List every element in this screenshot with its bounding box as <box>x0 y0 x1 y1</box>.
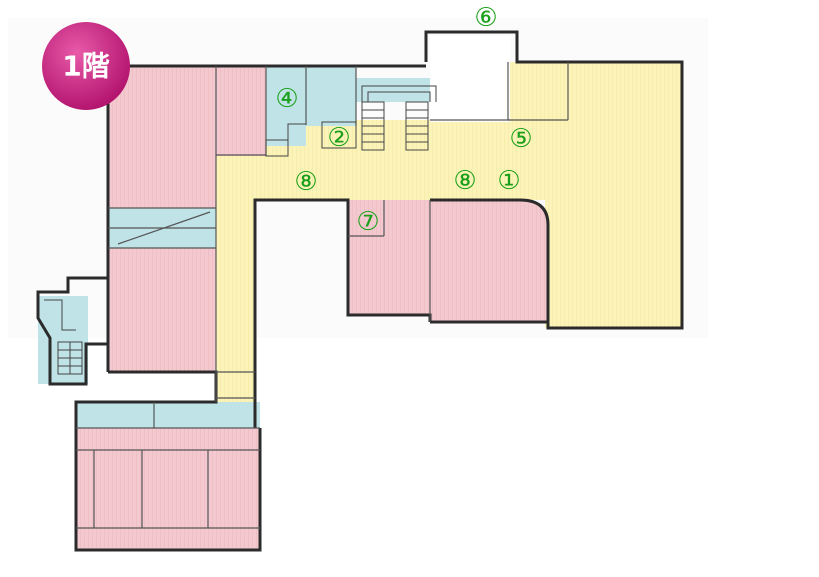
stair-treads <box>44 85 437 375</box>
marker-8b[interactable]: ⑧ <box>453 166 476 196</box>
center-rooms <box>348 200 548 322</box>
left-wing <box>108 66 266 372</box>
marker-6[interactable]: ⑥ <box>474 3 497 33</box>
floor-badge: 1階 <box>42 22 130 110</box>
room-center-large <box>430 200 548 322</box>
room-bottom <box>76 428 260 550</box>
elevator-shaft <box>430 36 510 122</box>
marker-4[interactable]: ④ <box>275 84 298 114</box>
floor-badge-circle <box>42 22 130 110</box>
marker-8a[interactable]: ⑧ <box>294 167 317 197</box>
floor-label: 1階 <box>62 50 109 83</box>
stair-area-top <box>266 66 436 146</box>
room-top-middle <box>216 66 266 156</box>
marker-1[interactable]: ① <box>497 166 520 196</box>
outside-stair <box>38 296 88 384</box>
room-left-bottom <box>108 248 216 372</box>
marker-2[interactable]: ② <box>327 123 350 153</box>
interior-lines <box>76 62 569 529</box>
room-left-top <box>108 66 216 208</box>
bottom-wing <box>76 402 260 550</box>
marker-7[interactable]: ⑦ <box>356 207 379 237</box>
room-center-small <box>348 200 430 315</box>
marker-5[interactable]: ⑤ <box>509 124 532 154</box>
location-markers: ① ②④ ⑤ ⑥ ⑦ ⑧ ⑧ <box>275 3 532 237</box>
